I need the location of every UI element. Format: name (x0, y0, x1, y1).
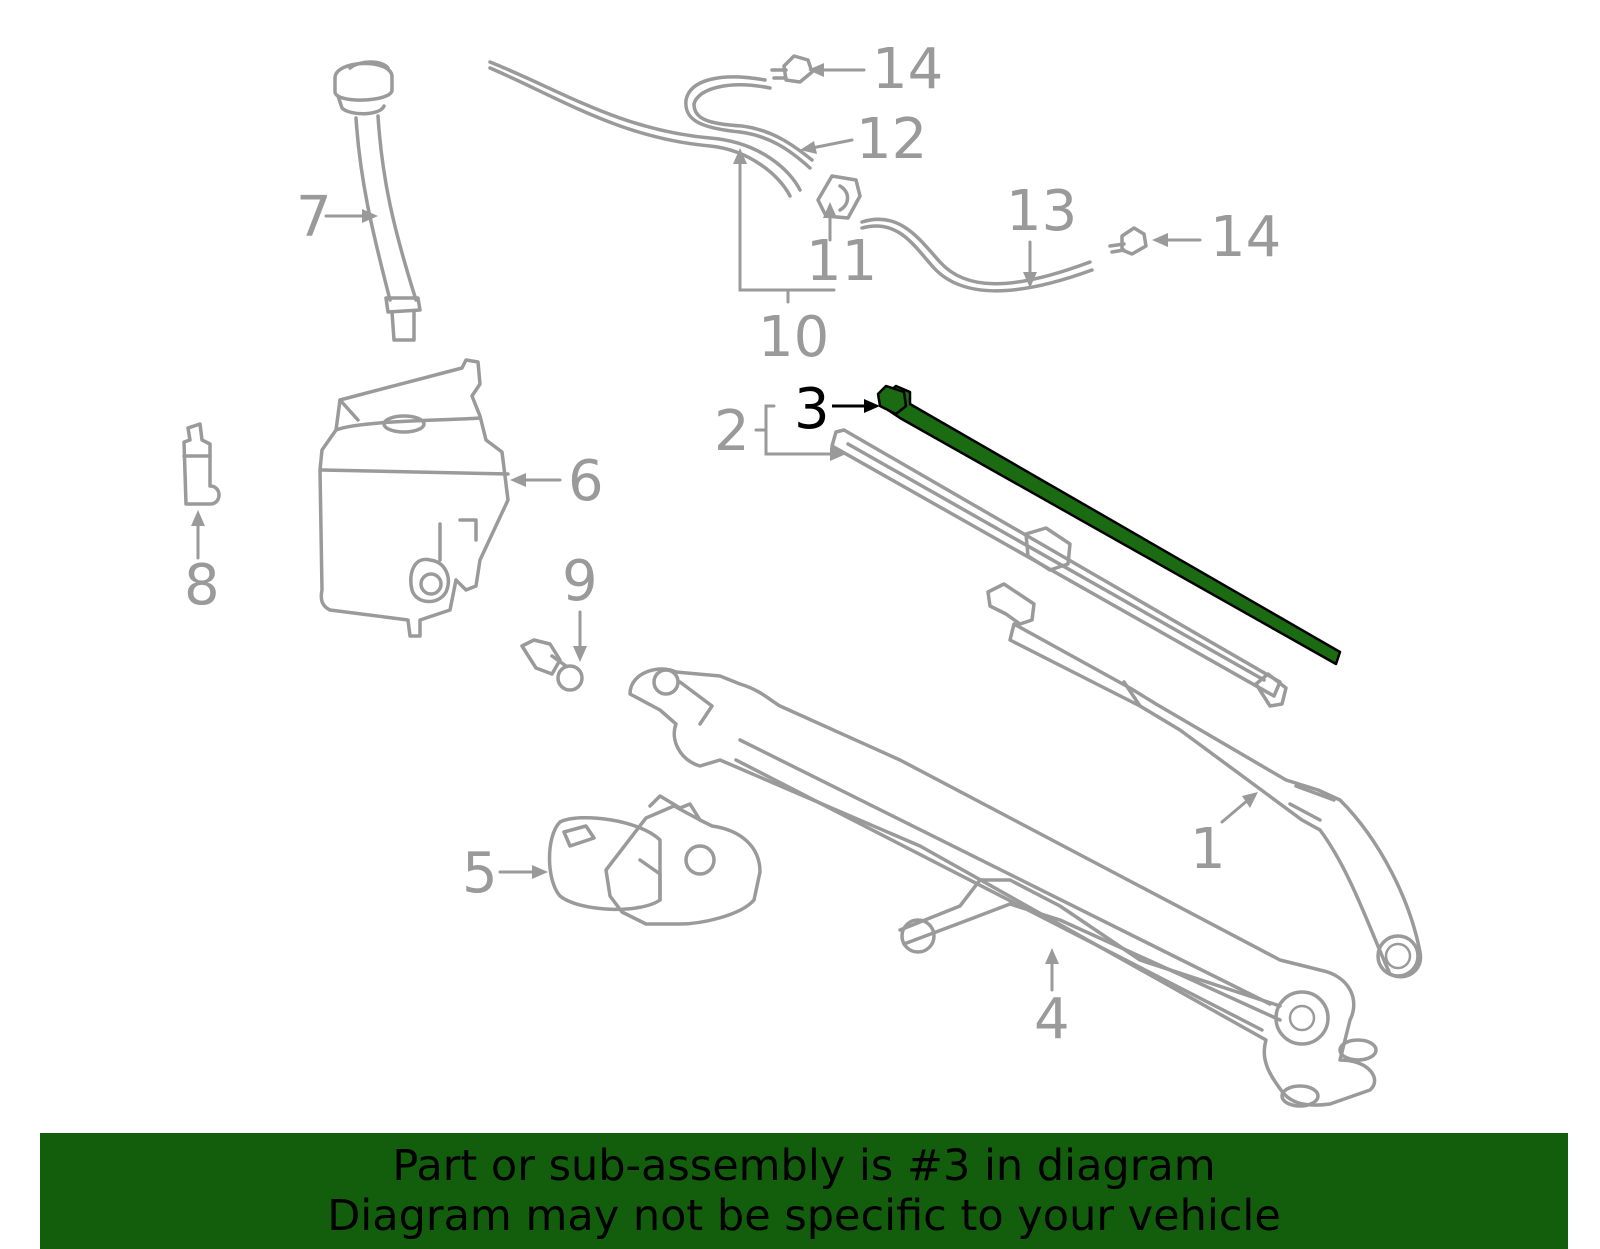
part-7-filler-neck (333, 60, 422, 342)
part-3-blade-refill[interactable] (876, 384, 1342, 666)
callout-14-right: 14 (1210, 205, 1281, 270)
part-2-wiper-blade (830, 428, 1288, 708)
part-6-reservoir (318, 358, 510, 638)
callout-13: 13 (1006, 179, 1077, 244)
part-1-wiper-arm (986, 582, 1423, 979)
callout-12: 12 (856, 107, 927, 172)
callout-11: 11 (806, 229, 877, 294)
callout-8: 8 (184, 553, 220, 618)
callout-14-top: 14 (872, 37, 943, 102)
callout-10: 10 (758, 305, 829, 370)
part-5-motor (547, 794, 762, 926)
callout-1: 1 (1190, 817, 1226, 882)
info-banner: Part or sub-assembly is #3 in diagram Di… (40, 1133, 1568, 1249)
part-8-pump (182, 422, 221, 506)
callout-labels: 14 12 7 13 14 11 10 3 2 6 8 9 1 5 4 (184, 37, 1281, 1052)
banner-line-1: Part or sub-assembly is #3 in diagram (392, 1141, 1216, 1191)
part-14-nozzle-right (1108, 226, 1148, 256)
callout-7: 7 (296, 185, 332, 250)
callout-4: 4 (1034, 987, 1070, 1052)
callout-6: 6 (568, 449, 604, 514)
callout-9: 9 (562, 549, 598, 614)
leader-lines (191, 63, 1258, 992)
part-4-linkage (628, 667, 1378, 1108)
part-10-hose (488, 60, 814, 198)
part-11-joint (816, 174, 862, 220)
banner-line-2: Diagram may not be specific to your vehi… (327, 1191, 1281, 1241)
callout-3[interactable]: 3 (794, 377, 830, 442)
part-9-nozzle (520, 638, 584, 692)
callout-2: 2 (714, 399, 750, 464)
part-14-nozzle-left (770, 54, 814, 84)
callout-5: 5 (462, 841, 498, 906)
